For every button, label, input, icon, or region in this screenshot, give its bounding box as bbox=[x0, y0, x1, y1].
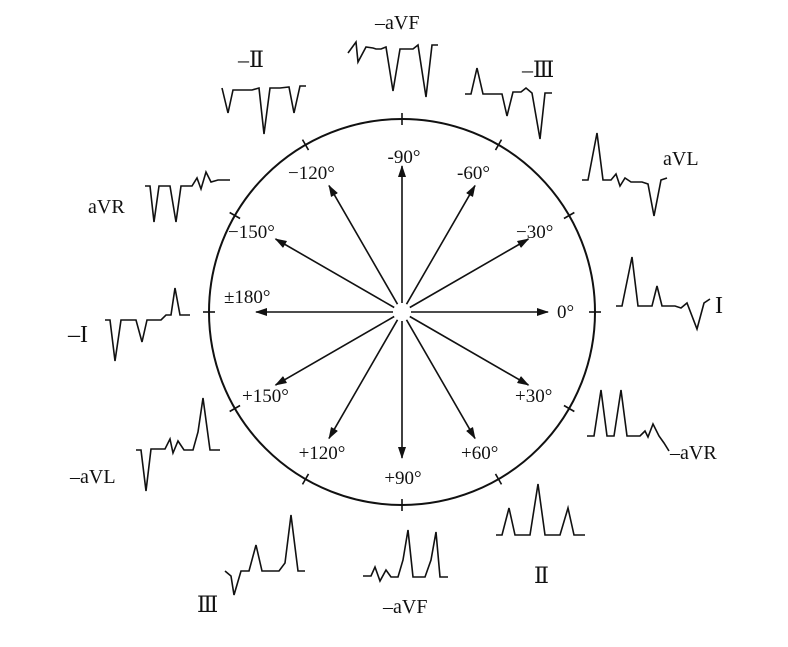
circle-tick-120 bbox=[301, 473, 310, 485]
axis-arrow-minus-30 bbox=[409, 238, 530, 309]
axis-arrow-60 bbox=[405, 319, 476, 440]
circle-tick-minus-120 bbox=[301, 139, 310, 151]
lead-label-II: Ⅱ bbox=[534, 563, 549, 588]
waveform-neg-aVF bbox=[347, 39, 438, 98]
waveform-neg-aVL bbox=[136, 397, 220, 492]
center-hub bbox=[394, 304, 410, 320]
tick-marks bbox=[203, 113, 601, 511]
lead-labels: I –aVR Ⅱ –aVF Ⅲ –aVL –I aVR –Ⅱ –aVF –Ⅲ a… bbox=[67, 12, 723, 618]
waveform-neg-II bbox=[221, 85, 306, 135]
circle-tick-minus-30 bbox=[563, 211, 575, 220]
circle-tick-minus-150 bbox=[229, 211, 241, 220]
waveform-aVR bbox=[145, 169, 230, 223]
waveform-neg-aVR bbox=[587, 389, 670, 452]
angle-label-plus-150: +150° bbox=[242, 386, 289, 407]
angle-label-180: ±180° bbox=[224, 287, 271, 308]
ecg-waveforms bbox=[105, 39, 711, 596]
waveform-II bbox=[496, 483, 585, 536]
angle-label-minus-120: −120° bbox=[288, 163, 335, 184]
angle-labels: 0° +30° +60° +90° +120° +150° ±180° −150… bbox=[224, 147, 574, 489]
waveform-III bbox=[224, 514, 305, 596]
waveform-neg-III bbox=[465, 67, 552, 140]
lead-label-neg-III: –Ⅲ bbox=[521, 57, 554, 82]
waveform-neg-I bbox=[105, 287, 190, 362]
circle-tick-30 bbox=[563, 404, 575, 413]
angle-label-minus-60: -60° bbox=[457, 163, 490, 184]
angle-label-plus-60: +60° bbox=[461, 443, 498, 464]
waveform-aVL bbox=[582, 132, 668, 217]
lead-label-neg-aVF: –aVF bbox=[374, 12, 419, 34]
axis-arrow-minus-120 bbox=[328, 184, 399, 305]
axis-arrow-minus-60 bbox=[405, 184, 476, 305]
waveform-aVF bbox=[363, 529, 448, 583]
circle-tick-150 bbox=[229, 404, 241, 413]
lead-label-III: Ⅲ bbox=[197, 592, 218, 617]
waveform-I bbox=[616, 256, 711, 332]
axis-arrow-minus-150 bbox=[274, 238, 395, 309]
circle-tick-60 bbox=[494, 473, 503, 485]
angle-label-0: 0° bbox=[557, 302, 574, 323]
angle-label-minus-150: −150° bbox=[228, 222, 275, 243]
lead-label-I: I bbox=[715, 293, 723, 319]
axis-arrow-150 bbox=[274, 315, 395, 386]
lead-label-neg-I: –I bbox=[67, 322, 88, 348]
angle-label-minus-30: −30° bbox=[516, 222, 553, 243]
lead-label-neg-II: –Ⅱ bbox=[237, 47, 264, 72]
lead-label-aVL: aVL bbox=[663, 148, 699, 170]
angle-label-plus-120: +120° bbox=[299, 443, 346, 464]
lead-label-neg-aVR: –aVR bbox=[669, 442, 717, 464]
axis-arrow-120 bbox=[328, 319, 399, 440]
lead-label-aVF: –aVF bbox=[382, 596, 427, 618]
circle-tick-minus-60 bbox=[494, 139, 503, 151]
angle-label-minus-90: -90° bbox=[388, 147, 421, 168]
axis-arrows bbox=[255, 165, 549, 459]
angle-label-plus-30: +30° bbox=[515, 386, 552, 407]
lead-label-neg-aVL: –aVL bbox=[69, 466, 116, 488]
lead-label-aVR: aVR bbox=[88, 196, 125, 218]
axis-arrow-30 bbox=[409, 315, 530, 386]
angle-label-plus-90: +90° bbox=[384, 468, 421, 489]
